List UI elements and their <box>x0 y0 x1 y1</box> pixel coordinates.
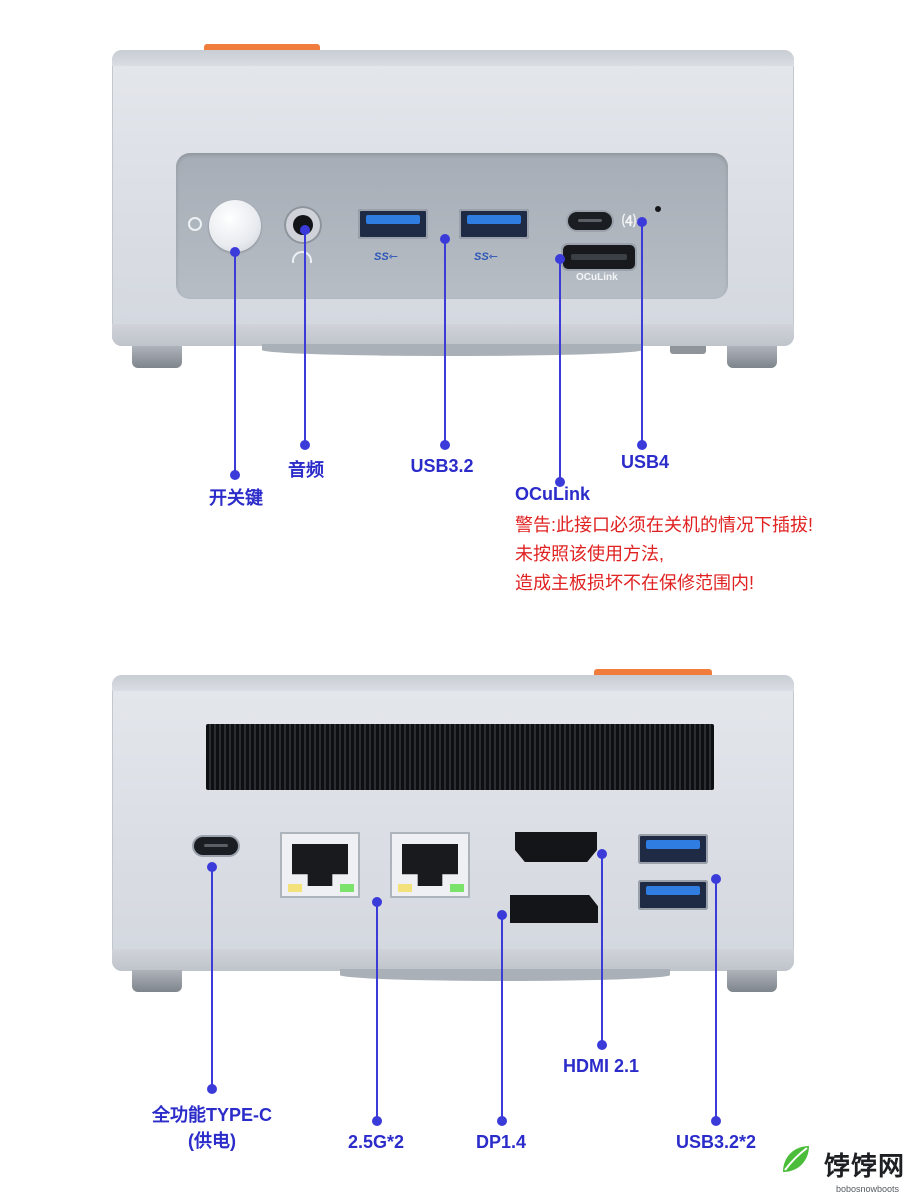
oculink-engraving: OCuLink <box>576 272 618 283</box>
warning-line-1: 警告:此接口必须在关机的情况下插拔! <box>515 515 814 535</box>
callout-line-typec <box>211 867 213 1089</box>
callout-dot-audio-end <box>300 440 310 450</box>
callout-line-usb32x2 <box>715 879 717 1120</box>
watermark-url: bobosnowboots <box>836 1184 900 1194</box>
callout-dot-usb4-end <box>637 440 647 450</box>
label-hdmi: HDMI 2.1 <box>562 1056 640 1076</box>
callout-line-audio <box>304 230 306 444</box>
callout-line-usb4 <box>641 222 643 444</box>
hdmi-port[interactable] <box>515 832 597 862</box>
displayport-port[interactable] <box>510 895 598 923</box>
lan-port-2[interactable] <box>390 832 470 898</box>
callout-dot-lan <box>372 897 382 907</box>
callout-dot-usb32 <box>440 234 450 244</box>
label-typec-note: (供电) <box>188 1131 236 1151</box>
callout-dot-usb4 <box>637 217 647 227</box>
warning-line-3: 造成主板损坏不在保修范围内! <box>515 573 754 593</box>
callout-line-oculink <box>559 259 561 481</box>
callout-dot-lan-end <box>372 1116 382 1126</box>
label-power: 开关键 <box>209 488 263 508</box>
callout-line-usb32 <box>444 239 446 444</box>
headphone-icon <box>292 251 312 263</box>
callout-dot-usb32x2-end <box>711 1116 721 1126</box>
oculink-port[interactable] <box>563 245 635 269</box>
orange-accent-rear <box>594 669 712 679</box>
device-bottom-edge <box>112 949 794 971</box>
lan-led-green <box>450 884 464 892</box>
label-usb4: USB4 <box>620 452 670 472</box>
front-usb-a-port-1[interactable] <box>358 209 428 239</box>
cooling-vent <box>206 724 714 790</box>
device-base-rear <box>340 969 670 981</box>
ss-usb-logo-2: SS⇽ <box>474 251 498 263</box>
front-port-panel <box>176 153 728 299</box>
orange-accent <box>204 44 320 54</box>
device-foot-right <box>727 346 777 368</box>
callout-dot-usb32-end <box>440 440 450 450</box>
lan-led-green <box>340 884 354 892</box>
callout-dot-power <box>230 247 240 257</box>
watermark-leaf-icon <box>775 1140 815 1180</box>
callout-dot-typec <box>207 862 217 872</box>
warning-line-2: 未按照该使用方法, <box>515 544 665 564</box>
power-led-icon <box>188 217 202 231</box>
label-oculink: OCuLink <box>515 484 590 504</box>
front-usb-c-port[interactable] <box>568 212 612 230</box>
lan-led-yellow <box>398 884 412 892</box>
callout-dot-usb32x2 <box>711 874 721 884</box>
label-audio: 音频 <box>288 460 324 480</box>
rear-usb-a-port-2[interactable] <box>638 880 708 910</box>
label-lan: 2.5G*2 <box>347 1132 405 1152</box>
device-foot-right-rear <box>727 970 777 992</box>
device-top-edge <box>112 50 794 66</box>
lan-led-yellow <box>288 884 302 892</box>
callout-dot-dp-end <box>497 1116 507 1126</box>
callout-dot-power-end <box>230 470 240 480</box>
callout-dot-dp <box>497 910 507 920</box>
callout-line-dp <box>501 915 503 1120</box>
callout-dot-audio <box>300 225 310 235</box>
callout-line-power <box>234 252 236 474</box>
label-usb32: USB3.2 <box>410 456 474 476</box>
rear-usb-a-port-1[interactable] <box>638 834 708 864</box>
device-foot-left-rear <box>132 970 182 992</box>
ss-usb-logo-1: SS⇽ <box>374 251 398 263</box>
callout-dot-oculink <box>555 254 565 264</box>
device-foot-left <box>132 346 182 368</box>
callout-dot-oculink-end <box>555 477 565 487</box>
label-dp: DP1.4 <box>475 1132 527 1152</box>
lan-port-hole <box>292 844 348 886</box>
device-base <box>262 344 642 356</box>
device-top-edge <box>112 675 794 691</box>
rear-usb-c-port[interactable] <box>194 837 238 855</box>
device-bottom-edge <box>112 324 794 346</box>
oculink-port-slot <box>571 254 627 260</box>
lan-port-1[interactable] <box>280 832 360 898</box>
watermark-brand: 饽饽网 <box>824 1151 906 1181</box>
label-typec: 全功能TYPE-C <box>151 1105 273 1125</box>
callout-line-lan <box>376 902 378 1120</box>
front-usb-a-port-2[interactable] <box>459 209 529 239</box>
callout-dot-hdmi <box>597 849 607 859</box>
callout-dot-hdmi-end <box>597 1040 607 1050</box>
power-button[interactable] <box>209 200 261 252</box>
callout-dot-typec-end <box>207 1084 217 1094</box>
device-foot-center <box>670 346 706 354</box>
status-led-icon <box>655 206 661 212</box>
lan-port-hole <box>402 844 458 886</box>
callout-line-hdmi <box>601 854 603 1044</box>
label-usb32x2: USB3.2*2 <box>675 1132 757 1152</box>
rear-device-body <box>112 675 794 971</box>
